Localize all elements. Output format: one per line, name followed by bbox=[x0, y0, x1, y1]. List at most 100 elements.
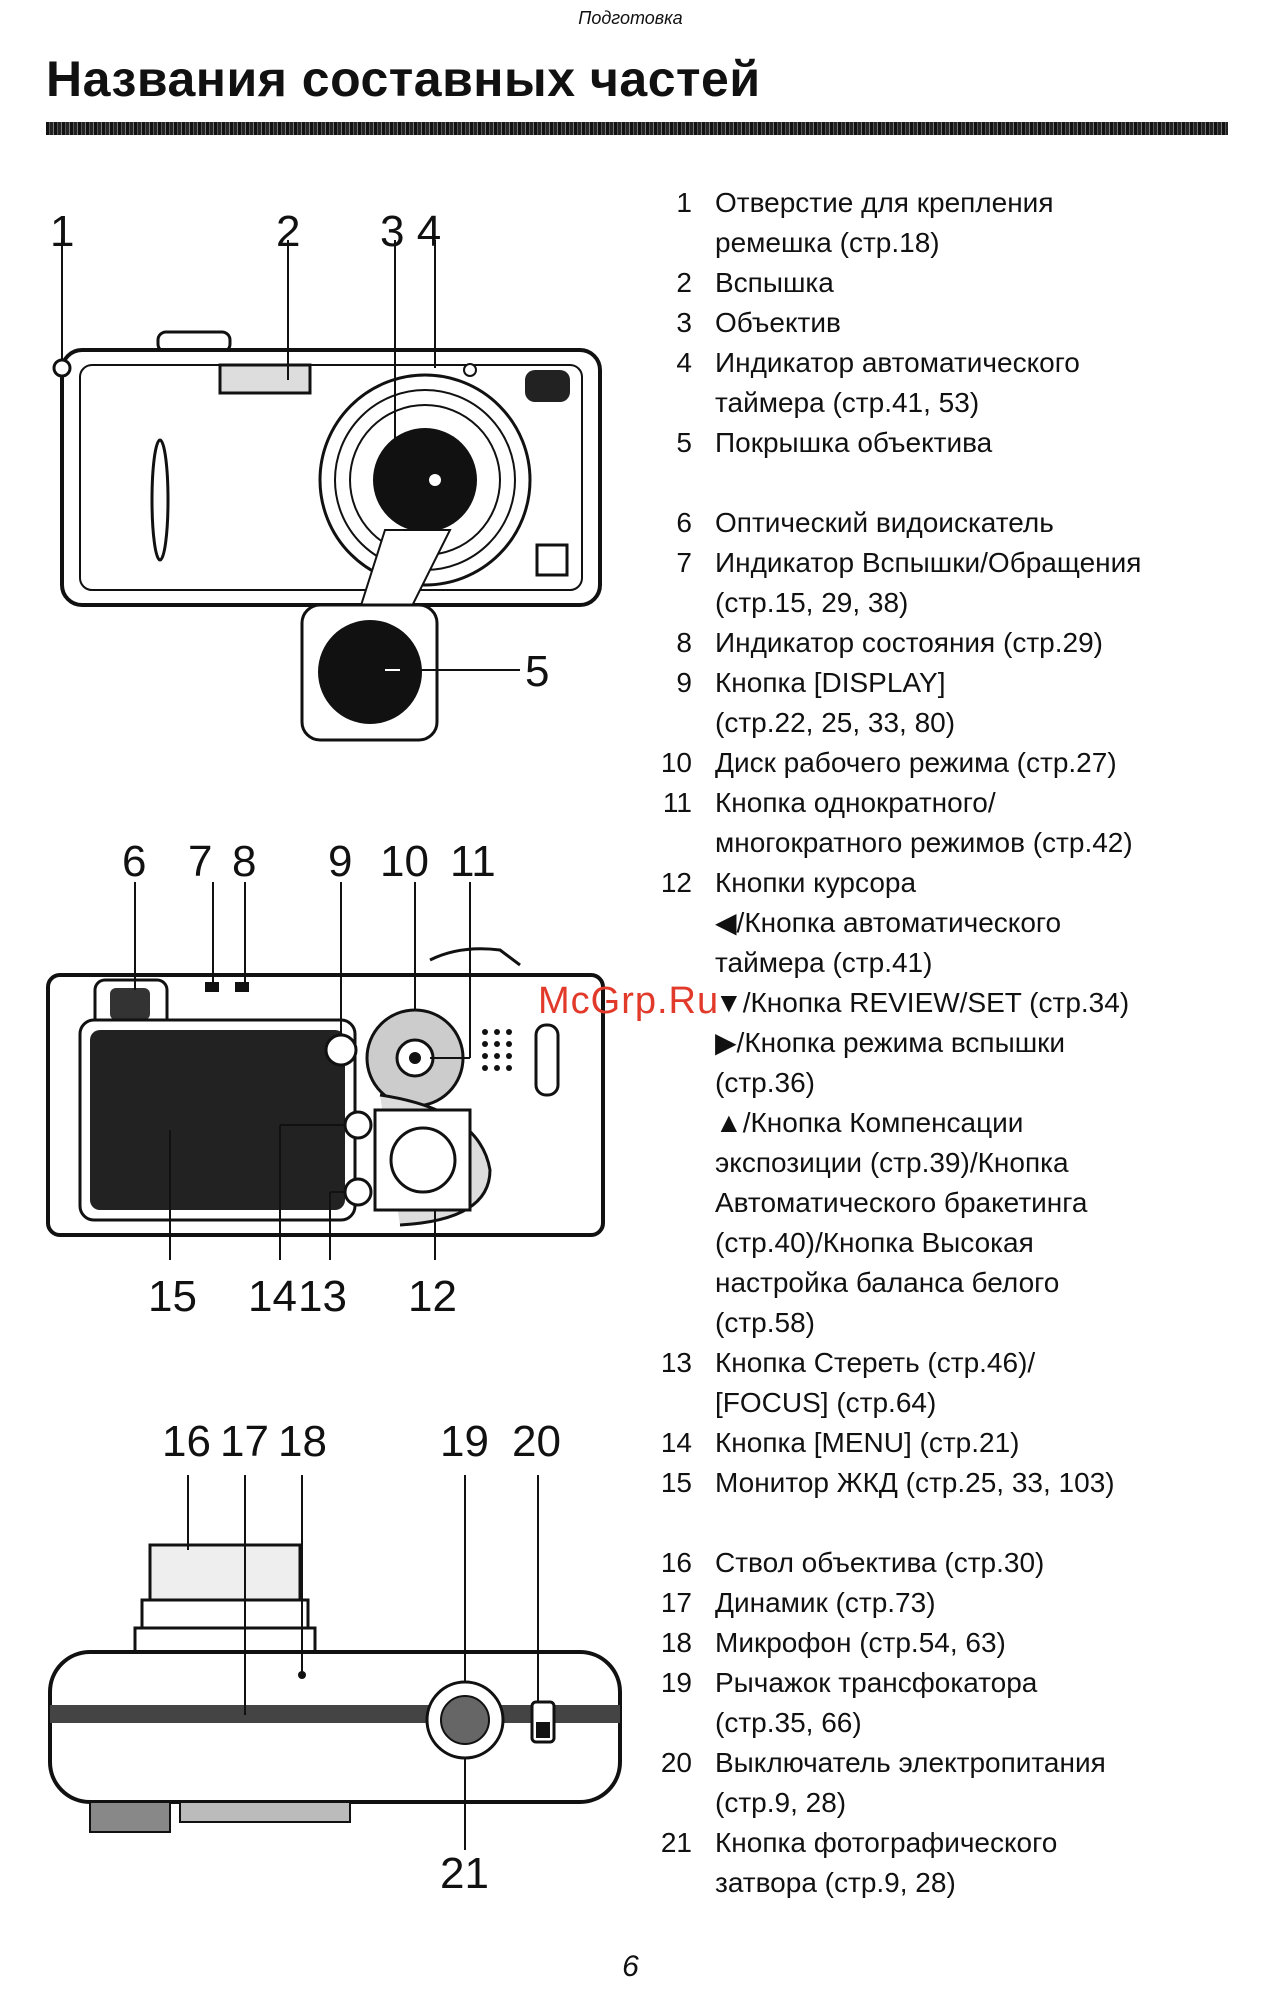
part-number: 6 bbox=[676, 507, 692, 538]
watermark: McGrp.Ru bbox=[538, 980, 720, 1022]
part-text-line: настройка баланса белого bbox=[715, 1267, 1060, 1298]
camera-front-figure: 1 2 3 4 5 bbox=[40, 200, 640, 760]
part-item: 15 Монитор ЖКД (стр.25, 33, 103) bbox=[640, 1463, 1240, 1503]
part-text-line: Кнопка [MENU] (стр.21) bbox=[715, 1427, 1020, 1458]
part-item: 10 Диск рабочего режима (стр.27) bbox=[640, 743, 1240, 783]
part-text-line: Автоматического бракетинга bbox=[715, 1187, 1088, 1218]
part-text-line: Индикатор автоматического bbox=[715, 347, 1080, 378]
part-item: 17 Динамик (стр.73) bbox=[640, 1583, 1240, 1623]
part-text-line: Кнопка однократного/ bbox=[715, 787, 996, 818]
part-text-line: (стр.9, 28) bbox=[715, 1787, 847, 1818]
parts-list: 1 Отверстие для крепления ремешка (стр.18)… bbox=[640, 183, 1240, 1903]
callout-6: 6 bbox=[122, 837, 147, 886]
camera-back-figure: 6 7 8 9 10 11 15 14 13 12 bbox=[40, 840, 640, 1330]
part-text-line: Динамик (стр.73) bbox=[715, 1587, 936, 1618]
part-text-line: ◀/Кнопка автоматического bbox=[715, 907, 1062, 938]
callout-9: 9 bbox=[328, 837, 353, 886]
part-text-line: Монитор ЖКД (стр.25, 33, 103) bbox=[715, 1467, 1115, 1498]
part-number: 14 bbox=[660, 1427, 692, 1458]
part-number: 1 bbox=[676, 187, 692, 218]
part-text-line: ▶/Кнопка режима вспышки bbox=[715, 1027, 1066, 1058]
page-number: 6 bbox=[622, 1950, 639, 1983]
part-item: 14 Кнопка [MENU] (стр.21) bbox=[640, 1423, 1240, 1463]
part-item: 7 Индикатор Вспышки/Обращения (стр.15, 29,… bbox=[640, 543, 1240, 623]
part-number: 16 bbox=[660, 1547, 692, 1578]
part-text-line: (стр.40)/Кнопка Высокая bbox=[715, 1227, 1034, 1258]
callout-16: 16 bbox=[162, 1417, 211, 1466]
part-text-line: (стр.15, 29, 38) bbox=[715, 587, 909, 618]
list-gap bbox=[640, 1503, 1240, 1543]
part-number: 2 bbox=[676, 267, 692, 298]
part-text-line: таймера (стр.41) bbox=[715, 947, 933, 978]
part-number: 18 bbox=[660, 1627, 692, 1658]
part-item: 13 Кнопка Стереть (стр.46)/ [FOCUS] (стр.6… bbox=[640, 1343, 1240, 1423]
callout-7: 7 bbox=[188, 837, 213, 886]
part-text-line: Диск рабочего режима (стр.27) bbox=[715, 747, 1117, 778]
part-number: 17 bbox=[660, 1587, 692, 1618]
callout-19: 19 bbox=[440, 1417, 489, 1466]
callout-10: 10 bbox=[380, 837, 429, 886]
part-text-line: Индикатор Вспышки/Обращения bbox=[715, 547, 1142, 578]
part-text-line: Кнопки курсора bbox=[715, 867, 917, 898]
part-number: 8 bbox=[676, 627, 692, 658]
callout-21: 21 bbox=[440, 1849, 489, 1898]
part-text-line: ремешка (стр.18) bbox=[715, 227, 940, 258]
part-number: 5 bbox=[676, 427, 692, 458]
part-number: 9 bbox=[676, 667, 692, 698]
part-text-line: Индикатор состояния (стр.29) bbox=[715, 627, 1103, 658]
camera-top-figure: 16 17 18 19 20 21 bbox=[40, 1420, 640, 1900]
section-label: Подготовка bbox=[578, 8, 683, 28]
part-number: 13 bbox=[660, 1347, 692, 1378]
callout-12: 12 bbox=[408, 1272, 457, 1321]
part-text-line: (стр.22, 25, 33, 80) bbox=[715, 707, 956, 738]
callout-5: 5 bbox=[525, 647, 550, 696]
part-text-line: Кнопка Стереть (стр.46)/ bbox=[715, 1347, 1036, 1378]
part-text-line: таймера (стр.41, 53) bbox=[715, 387, 980, 418]
title-rule bbox=[46, 122, 1228, 135]
part-text-line: Рычажок трансфокатора bbox=[715, 1667, 1038, 1698]
part-text-line: Кнопка [DISPLAY] bbox=[715, 667, 946, 698]
part-text-line: Вспышка bbox=[715, 267, 834, 298]
part-text-line: (стр.35, 66) bbox=[715, 1707, 862, 1738]
page-title: Названия составных частей bbox=[46, 51, 761, 107]
part-text-line: Выключатель электропитания bbox=[715, 1747, 1106, 1778]
part-text-line: ▲/Кнопка Компенсации bbox=[715, 1107, 1024, 1138]
part-number: 10 bbox=[660, 747, 692, 778]
part-item: 6 Оптический видоискатель bbox=[640, 503, 1240, 543]
callout-15: 15 bbox=[148, 1272, 197, 1321]
part-text-line: ▼/Кнопка REVIEW/SET (стр.34) bbox=[715, 987, 1130, 1018]
part-text-line: затвора (стр.9, 28) bbox=[715, 1867, 956, 1898]
part-item: 1 Отверстие для крепления ремешка (стр.18) bbox=[640, 183, 1240, 263]
part-text-line: Оптический видоискатель bbox=[715, 507, 1054, 538]
part-number: 7 bbox=[676, 547, 692, 578]
part-number: 21 bbox=[660, 1827, 692, 1858]
part-text-line: (стр.36) bbox=[715, 1067, 815, 1098]
part-number: 4 bbox=[676, 347, 692, 378]
callout-2: 2 bbox=[276, 207, 301, 256]
callout-8: 8 bbox=[232, 837, 257, 886]
part-item: 4 Индикатор автоматического таймера (стр.4… bbox=[640, 343, 1240, 423]
part-text-line: Ствол объектива (стр.30) bbox=[715, 1547, 1045, 1578]
part-item: 16 Ствол объектива (стр.30) bbox=[640, 1543, 1240, 1583]
part-item: 9 Кнопка [DISPLAY] (стр.22, 25, 33, 80) bbox=[640, 663, 1240, 743]
part-text-line: Отверстие для крепления bbox=[715, 187, 1054, 218]
part-text-line: экспозиции (стр.39)/Кнопка bbox=[715, 1147, 1069, 1178]
part-text-line: [FOCUS] (стр.64) bbox=[715, 1387, 937, 1418]
callout-18: 18 bbox=[278, 1417, 327, 1466]
part-text-line: Объектив bbox=[715, 307, 841, 338]
callout-20: 20 bbox=[512, 1417, 561, 1466]
callout-1: 1 bbox=[50, 207, 75, 256]
callout-17: 17 bbox=[220, 1417, 269, 1466]
part-item: 2 Вспышка bbox=[640, 263, 1240, 303]
part-number: 15 bbox=[660, 1467, 692, 1498]
callout-14: 14 bbox=[248, 1272, 297, 1321]
part-number: 11 bbox=[662, 787, 692, 818]
